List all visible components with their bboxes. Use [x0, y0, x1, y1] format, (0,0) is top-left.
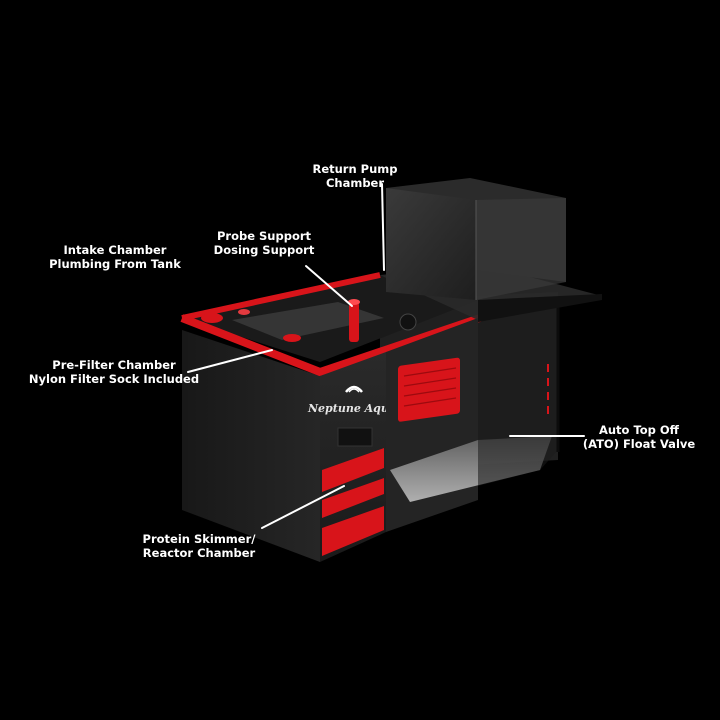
leader-probe-support — [305, 265, 353, 307]
label-line: Intake Chamber — [63, 243, 167, 257]
cartridge-slots — [403, 367, 457, 407]
skimmer-vent — [337, 427, 373, 447]
label-line: Chamber — [325, 176, 385, 190]
return-pump — [399, 313, 417, 331]
intake-bulkhead-1 — [201, 313, 223, 323]
label-line: Probe Support — [216, 229, 312, 243]
left-end-panel — [182, 330, 320, 562]
leader-skimmer — [261, 485, 345, 529]
label-line: Nylon Filter Sock Included — [28, 372, 200, 386]
right-end-panel — [478, 300, 558, 486]
label-line: Auto Top Off — [598, 423, 680, 437]
ato-filter-cartridge — [398, 357, 460, 422]
probe-holder-rod — [349, 302, 359, 342]
leader-return-pump — [381, 183, 385, 271]
red-rim — [181, 272, 381, 321]
brand-wordmark: Neptune Aqua — [307, 402, 396, 415]
return-pump-box-right — [476, 198, 566, 300]
intake-bulkhead-2 — [283, 334, 301, 342]
label-line: Protein Skimmer/ — [142, 532, 256, 546]
label-protein-skimmer: Protein Skimmer/ Reactor Chamber — [128, 532, 270, 560]
prefilter-window — [232, 302, 384, 340]
brand-logo — [345, 385, 363, 393]
label-line: Pre-Filter Chamber — [52, 358, 176, 372]
red-stripe-1 — [322, 448, 384, 492]
label-line: Plumbing From Tank — [49, 257, 181, 271]
label-prefilter-chamber: Pre-Filter Chamber Nylon Filter Sock Inc… — [28, 358, 200, 386]
label-return-pump-chamber: Return Pump Chamber — [292, 162, 418, 190]
red-stripe-3 — [322, 506, 384, 556]
label-line: Reactor Chamber — [142, 546, 256, 560]
leader-prefilter — [187, 349, 273, 373]
red-stripe-2 — [322, 478, 384, 518]
red-rim-front — [180, 314, 482, 376]
probe-holder-top — [348, 299, 360, 305]
label-ato-float-valve: Auto Top Off (ATO) Float Valve — [578, 423, 700, 451]
label-intake-chamber: Intake Chamber Plumbing From Tank — [42, 243, 188, 271]
lid-shelf — [478, 294, 602, 322]
label-line: (ATO) Float Valve — [582, 437, 696, 451]
label-line: Dosing Support — [213, 243, 315, 257]
label-probe-support: Probe Support Dosing Support — [202, 229, 326, 257]
center-baffle — [386, 318, 478, 532]
intake-bulkhead-3 — [238, 309, 250, 315]
return-pump-box-left — [386, 188, 476, 300]
label-line: Return Pump — [312, 162, 398, 176]
